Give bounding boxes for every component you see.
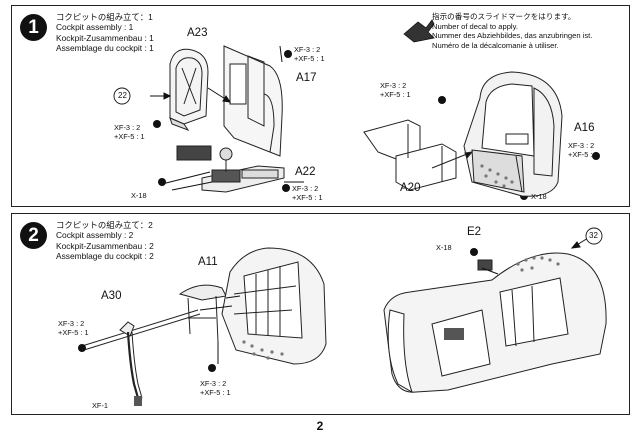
step-2-drawing xyxy=(78,227,607,406)
paint-a11-line-2: +XF-5 : 1 xyxy=(200,387,231,397)
decal-22-marker xyxy=(113,87,131,105)
step-2-title-jp: コクピットの組み立て：2 xyxy=(56,220,153,230)
part-label-a23: A23 xyxy=(187,27,208,39)
paint-a20-line-1: XF-3 : 2 xyxy=(380,81,407,90)
paint-seat-line-2: +XF-5 : 1 xyxy=(114,131,145,141)
paint-a11-line-1: XF-3 : 2 xyxy=(200,379,227,388)
step-1-titles: コクピットの組み立て：1 Cockpit assembly : 1 Kockpi… xyxy=(56,12,154,53)
paint-a20-line-2: +XF-5 : 1 xyxy=(380,89,411,99)
part-label-a17: A17 xyxy=(296,72,317,84)
decal-note-jp: 指示の番号のスライドマークをはります。 xyxy=(432,12,576,21)
paint-a11: XF-3 : 2 +XF-5 : 1 xyxy=(200,379,231,397)
paint-a22-line-2: +XF-5 : 1 xyxy=(292,192,323,202)
paint-a20: XF-3 : 2 +XF-5 : 1 xyxy=(380,81,411,99)
paint-a30-line-1: XF-3 : 2 xyxy=(58,319,85,328)
paint-a16-line-2: +XF-5 : 1 xyxy=(568,149,599,159)
step-1-badge: 1 xyxy=(20,14,47,41)
seat-a23 xyxy=(169,48,209,132)
part-label-a11: A11 xyxy=(198,256,218,268)
paint-x18-right: X-18 xyxy=(531,192,547,201)
paint-seat: XF-3 : 2 +XF-5 : 1 xyxy=(114,123,145,141)
decal-32-label: 32 xyxy=(589,231,598,240)
decal-pointer-icon xyxy=(403,19,435,43)
part-label-a20: A20 xyxy=(400,182,421,194)
paint-xf1: XF-1 xyxy=(92,401,109,410)
decal-note-de: Nummer des Abziehbildes, das anzubringen… xyxy=(432,31,593,41)
step-2-titles: コクピットの組み立て：2 Cockpit assembly : 2 Kockpi… xyxy=(56,220,154,261)
step-2-panel: 2 コクピットの組み立て：2 Cockpit assembly : 2 Kock… xyxy=(11,213,630,415)
paint-markers-2 xyxy=(78,248,478,372)
step-1-title-en: Cockpit assembly : 1 xyxy=(56,22,134,33)
step-1-title-jp: コクピットの組み立て：1 xyxy=(56,12,153,22)
paint-a22: XF-3 : 2 +XF-5 : 1 xyxy=(292,184,323,202)
floor-a22 xyxy=(176,145,285,193)
control-stick-a30 xyxy=(81,309,201,406)
bulkhead-a17 xyxy=(223,45,283,157)
step-2-title-en: Cockpit assembly : 2 xyxy=(56,230,134,241)
part-label-e2: E2 xyxy=(467,226,482,238)
step-2-title-de: Kockpit-Zusammenbau : 2 xyxy=(56,240,154,251)
step-1-title-de: Kockpit-Zusammenbau : 1 xyxy=(56,32,154,43)
paint-a16: XF-3 : 2 +XF-5 : 1 xyxy=(568,141,599,159)
paint-a22-line-1: XF-3 : 2 xyxy=(292,184,319,193)
paint-x18: X-18 xyxy=(436,243,452,252)
decal-note-en: Number of decal to apply. xyxy=(432,21,518,31)
step-2-badge: 2 xyxy=(20,222,47,249)
cockpit-section-left xyxy=(221,247,327,365)
paint-a16-line-1: XF-3 : 2 xyxy=(568,141,595,150)
assembly-arrows-1 xyxy=(150,45,304,191)
cockpit-section-right xyxy=(383,252,607,394)
paint-a30-line-2: +XF-5 : 1 xyxy=(58,327,89,337)
part-label-a16: A16 xyxy=(574,122,595,134)
decal-note-fr: Numéro de la décalcomanie à utiliser. xyxy=(432,40,559,50)
paint-seat-line-1: XF-3 : 2 xyxy=(114,123,141,132)
part-label-a22: A22 xyxy=(295,166,316,178)
decal-22-label: 22 xyxy=(118,91,127,100)
paint-a17-line-1: XF-3 : 2 xyxy=(294,45,321,54)
step-1-panel: 1 コクピットの組み立て：1 Cockpit assembly : 1 Kock… xyxy=(11,5,630,207)
page-number: 2 xyxy=(316,419,324,433)
paint-x18-left: X-18 xyxy=(131,191,147,200)
paint-a30: XF-3 : 2 +XF-5 : 1 xyxy=(58,319,89,337)
part-label-a30: A30 xyxy=(101,290,122,302)
paint-markers-1 xyxy=(153,50,600,200)
assembly-arrows-2 xyxy=(199,237,589,364)
fuselage-section-a16 xyxy=(463,71,563,197)
step-1-drawing xyxy=(113,45,600,200)
paint-a17-line-2: +XF-5 : 1 xyxy=(294,53,325,63)
decal-32-marker xyxy=(585,227,603,245)
paint-a17: XF-3 : 2 +XF-5 : 1 xyxy=(294,45,325,63)
step-2-title-fr: Assemblage du cockpit : 2 xyxy=(56,250,154,261)
step-1-title-fr: Assemblage du cockpit : 1 xyxy=(56,42,154,53)
frame-a20 xyxy=(363,119,474,191)
decal-note: 指示の番号のスライドマークをはります。 Number of decal to a… xyxy=(432,12,592,50)
